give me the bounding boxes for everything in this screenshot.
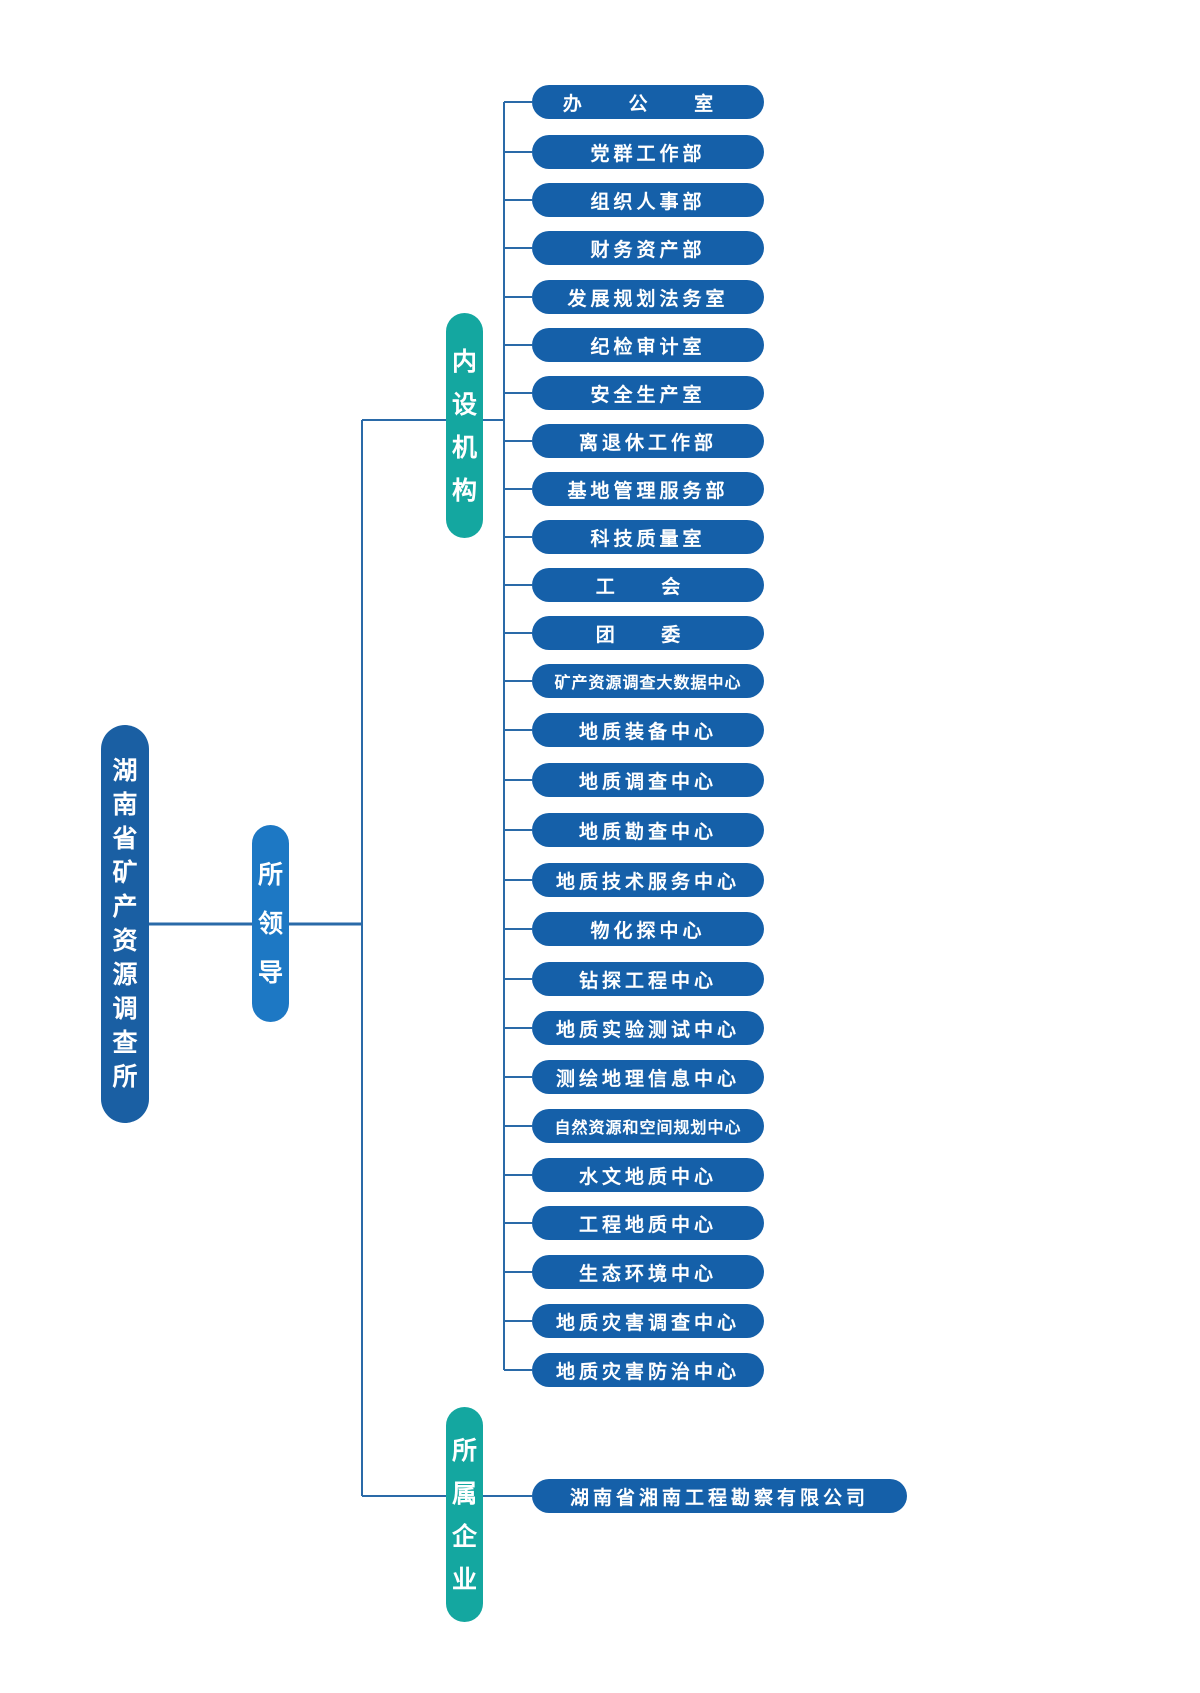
node-char: 属	[451, 1478, 477, 1508]
department-item: 团 委	[532, 616, 764, 650]
department-item: 党群工作部	[532, 135, 764, 169]
node-char: 设	[451, 389, 477, 419]
node-char: 调	[112, 994, 138, 1023]
department-item: 地质勘查中心	[532, 813, 764, 847]
department-item: 安全生产室	[532, 376, 764, 410]
node-char: 领	[257, 909, 283, 938]
department-item: 工 会	[532, 568, 764, 602]
node-char: 机	[451, 432, 477, 462]
node-char: 南	[112, 790, 138, 819]
node-char: 所	[257, 860, 283, 889]
department-item: 发展规划法务室	[532, 280, 764, 314]
internal-departments-node: 内设机构	[446, 313, 483, 538]
node-char: 构	[451, 475, 477, 505]
department-item: 地质灾害防治中心	[532, 1353, 764, 1387]
department-item: 矿产资源调查大数据中心	[532, 664, 764, 698]
department-item: 钻探工程中心	[532, 962, 764, 996]
department-item: 地质装备中心	[532, 713, 764, 747]
node-char: 矿	[112, 858, 138, 887]
department-item: 工程地质中心	[532, 1206, 764, 1240]
department-item: 科技质量室	[532, 520, 764, 554]
node-char: 所	[451, 1435, 477, 1465]
department-item: 地质灾害调查中心	[532, 1304, 764, 1338]
leadership-node: 所领导	[252, 825, 289, 1022]
node-char: 业	[451, 1564, 477, 1594]
department-item: 财务资产部	[532, 231, 764, 265]
department-item: 基地管理服务部	[532, 472, 764, 506]
node-char: 湖	[112, 756, 138, 785]
department-item: 组织人事部	[532, 183, 764, 217]
department-item: 自然资源和空间规划中心	[532, 1109, 764, 1143]
department-item: 地质技术服务中心	[532, 863, 764, 897]
department-item: 水文地质中心	[532, 1158, 764, 1192]
department-item: 地质调查中心	[532, 763, 764, 797]
affiliated-enterprises-node: 所属企业	[446, 1407, 483, 1622]
node-char: 产	[112, 892, 138, 921]
company-hunan-xiangnan-engineering-survey: 湖南省湘南工程勘察有限公司	[532, 1479, 907, 1513]
node-char: 查	[112, 1028, 138, 1057]
node-char: 导	[257, 958, 283, 987]
department-item: 办 公 室	[532, 85, 764, 119]
node-char: 省	[112, 824, 138, 853]
department-item: 离退休工作部	[532, 424, 764, 458]
department-item: 纪检审计室	[532, 328, 764, 362]
node-char: 源	[112, 960, 138, 989]
node-char: 内	[451, 346, 477, 376]
department-item: 测绘地理信息中心	[532, 1060, 764, 1094]
department-item: 地质实验测试中心	[532, 1011, 764, 1045]
department-item: 物化探中心	[532, 912, 764, 946]
root-node-hunan-mineral-survey-institute: 湖南省矿产资源调查所	[101, 725, 149, 1123]
node-char: 资	[112, 926, 138, 955]
node-char: 所	[112, 1062, 138, 1091]
node-char: 企	[451, 1521, 477, 1551]
department-item: 生态环境中心	[532, 1255, 764, 1289]
